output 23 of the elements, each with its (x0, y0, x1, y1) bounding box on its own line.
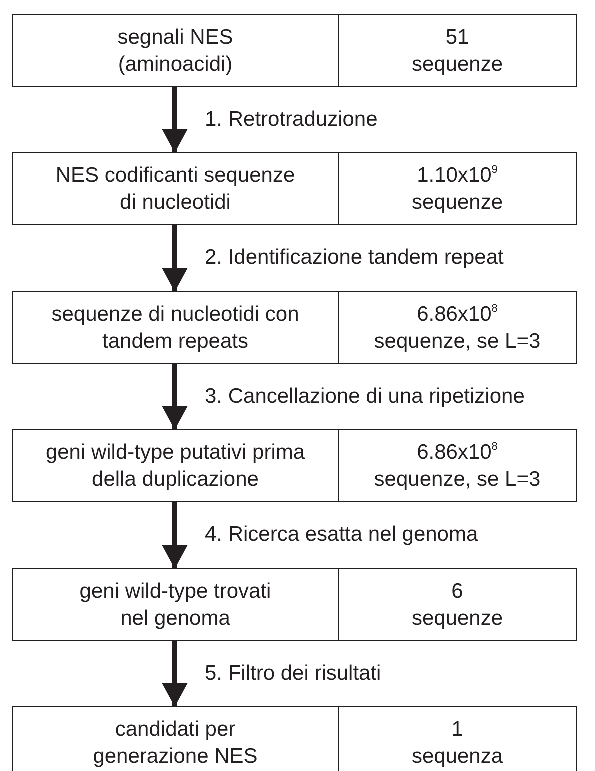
arrow (162, 641, 188, 707)
count-cell: 1 sequenza (338, 707, 576, 771)
count-cell: 6.86x10$^{8}$ sequenze, se L=3 (338, 430, 576, 501)
table-row (12, 152, 577, 225)
arrow (162, 364, 188, 430)
count-cell: 1.10x10$^{9}$ sequenze (338, 153, 576, 224)
count-cell: 6 sequenze (338, 569, 576, 640)
step-text: NES codificanti sequenze di nucleotidi (54, 162, 296, 216)
step-text: segnali NES (aminoacidi) (116, 24, 234, 78)
count-cell: 6.86x10$^{8}$ sequenze, se L=3 (338, 292, 576, 363)
step-text: geni wild-type putativi prima della duplicazione (44, 440, 306, 492)
table-row (12, 14, 577, 87)
table-row (12, 706, 577, 771)
step-text: candidati per generazione NES (92, 716, 259, 770)
table-row (12, 429, 577, 502)
table-row (12, 568, 577, 641)
arrow (162, 225, 188, 292)
table-row (12, 291, 577, 364)
step-text: sequenze di nucleotidi con tandem repeats (50, 302, 300, 354)
arrow (162, 502, 188, 569)
arrow (162, 87, 188, 153)
step-text: geni wild-type trovati nel genoma (78, 578, 272, 632)
count-cell: 51 sequenze (338, 15, 576, 86)
